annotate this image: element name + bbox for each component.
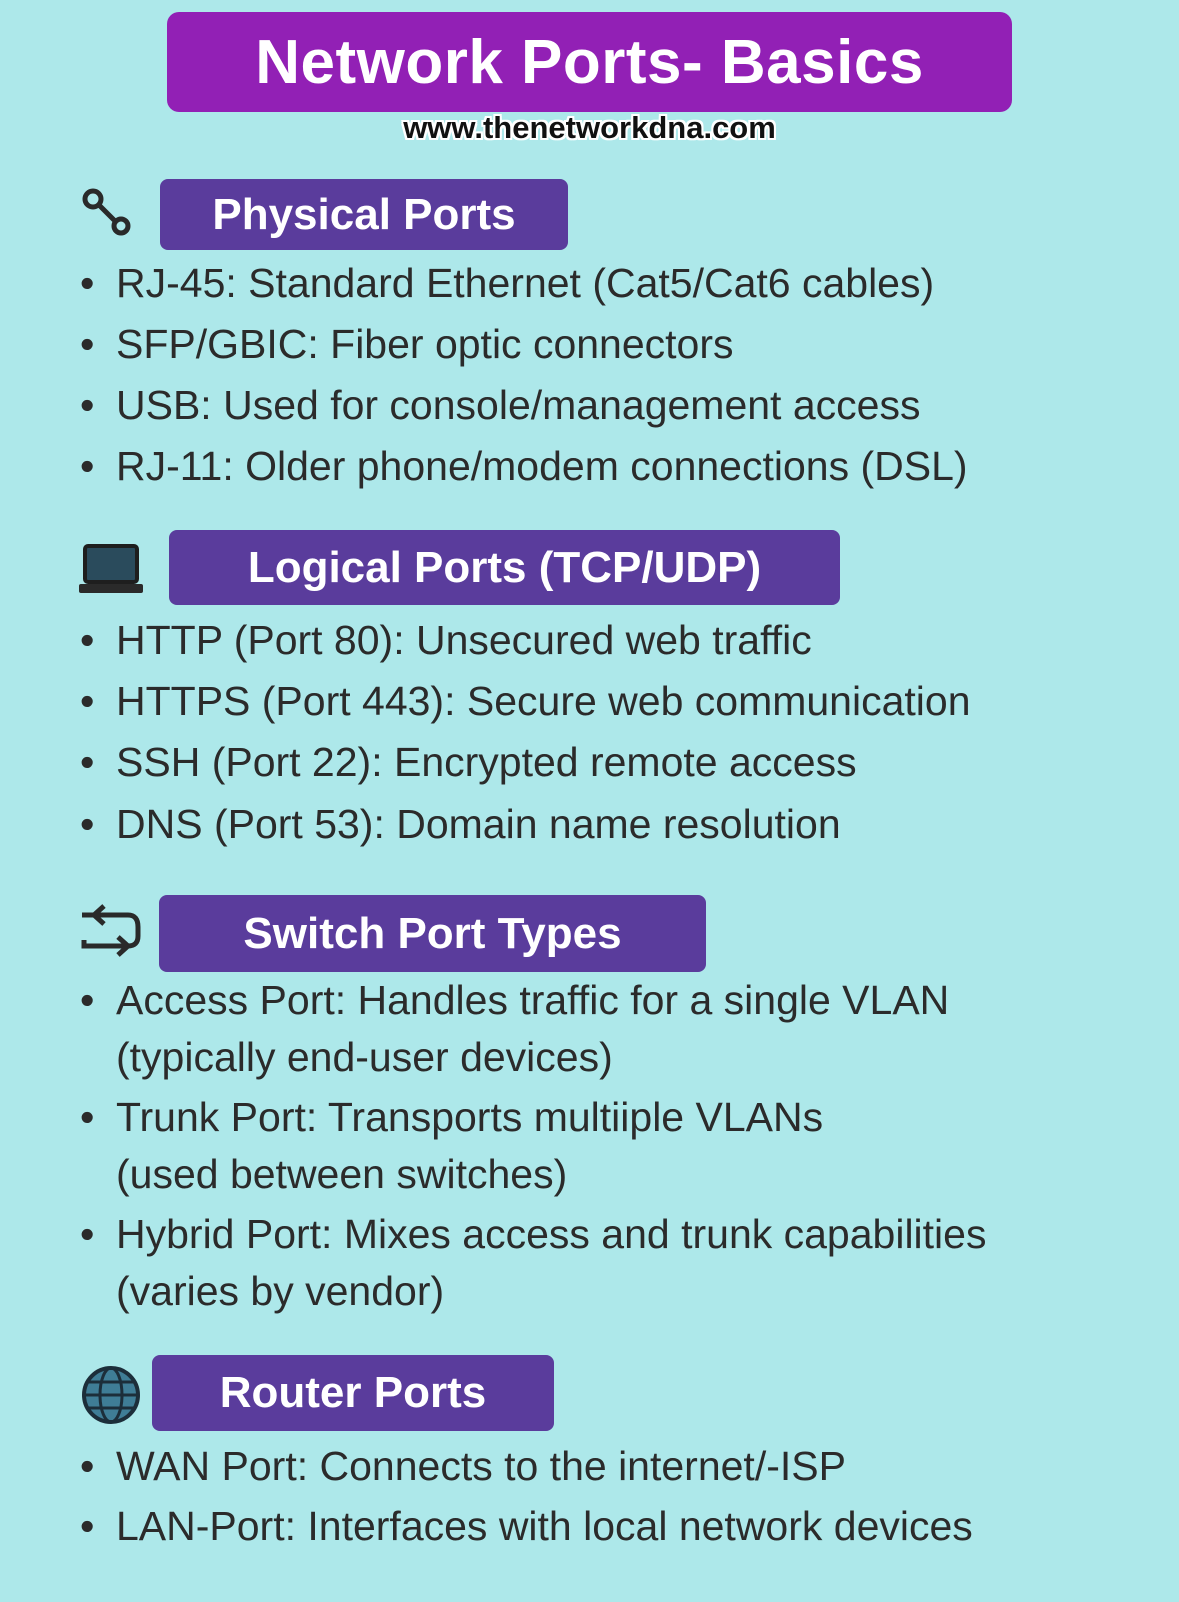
loop-arrows-icon <box>81 904 141 957</box>
section-heading-logical-ports: Logical Ports (TCP/UDP) <box>169 530 840 605</box>
bullet: • <box>80 1211 95 1257</box>
bullet: • <box>80 977 95 1023</box>
bullet: • <box>80 321 95 367</box>
bullet: • <box>80 382 95 428</box>
bullet: • <box>80 678 95 724</box>
bullet: • <box>80 1503 95 1549</box>
page-title: Network Ports- Basics <box>167 12 1012 112</box>
section-heading-physical-ports: Physical Ports <box>160 179 568 250</box>
bullet: • <box>80 801 95 847</box>
bullet: • <box>80 1443 95 1489</box>
globe-icon <box>82 1366 140 1424</box>
bullet: • <box>80 617 95 663</box>
bullet: • <box>80 260 95 306</box>
bullet: • <box>80 1094 95 1140</box>
wrench-icon <box>82 188 131 236</box>
website-url: www.thenetworkdna.com <box>403 110 776 145</box>
section-heading-switch-port-types: Switch Port Types <box>159 895 706 972</box>
bullet: • <box>80 739 95 785</box>
bullet: • <box>80 443 95 489</box>
laptop-icon <box>79 544 143 593</box>
section-heading-router-ports: Router Ports <box>152 1355 554 1431</box>
